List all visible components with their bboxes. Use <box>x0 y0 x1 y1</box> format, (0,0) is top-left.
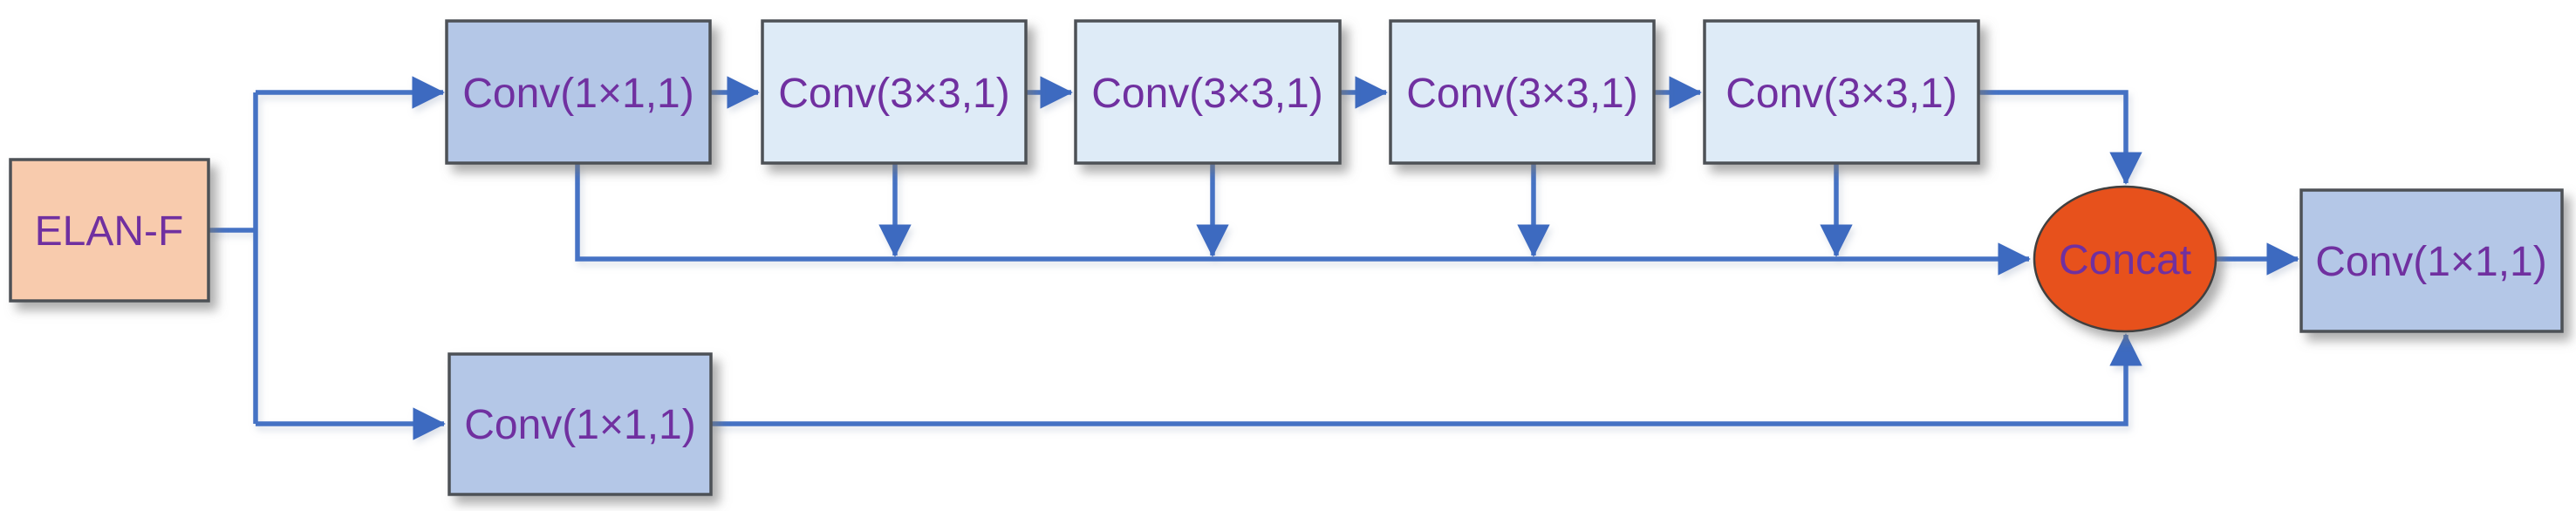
elan-f-box <box>9 158 210 303</box>
node-conv3x3-1: Conv(3×3,1) <box>761 19 1028 165</box>
conv1x1-bottom-box <box>448 352 713 496</box>
elan-f-label: ELAN-F <box>35 208 184 255</box>
concat-ellipse <box>2033 185 2217 333</box>
conv3x3-1-box <box>761 19 1028 165</box>
conv3x3-3-box <box>1389 19 1656 165</box>
edge-conv1x1-bottom-to-concat <box>711 333 2142 426</box>
conv3x3-2-label: Conv(3×3,1) <box>1091 71 1322 117</box>
edge-conv3x3-4-to-concat-top <box>1978 90 2142 185</box>
conv1x1-top-label: Conv(1×1,1) <box>462 71 694 117</box>
conv3x3-2-box <box>1074 19 1342 165</box>
concat-label: Concat <box>2059 237 2191 283</box>
node-conv3x3-3: Conv(3×3,1) <box>1389 19 1656 165</box>
conv1x1-out-label: Conv(1×1,1) <box>2315 239 2546 285</box>
conv3x3-3-label: Conv(3×3,1) <box>1406 71 1637 117</box>
node-conv1x1-bottom: Conv(1×1,1) <box>448 352 713 496</box>
edge-collector-to-concat <box>575 163 2031 276</box>
node-conv1x1-out: Conv(1×1,1) <box>2299 188 2564 333</box>
node-elan-f: ELAN-F <box>9 158 210 303</box>
node-concat: Concat <box>2033 185 2217 333</box>
node-conv1x1-top: Conv(1×1,1) <box>445 19 712 165</box>
conv1x1-bottom-label: Conv(1×1,1) <box>464 402 695 448</box>
conv1x1-top-box <box>445 19 712 165</box>
node-conv3x3-4: Conv(3×3,1) <box>1703 19 1980 165</box>
conv3x3-1-label: Conv(3×3,1) <box>778 71 1009 117</box>
conv3x3-4-box <box>1703 19 1980 165</box>
edges-layer <box>209 76 2299 440</box>
node-conv3x3-2: Conv(3×3,1) <box>1074 19 1342 165</box>
conv1x1-out-box <box>2299 188 2564 333</box>
conv3x3-4-label: Conv(3×3,1) <box>1725 71 1957 117</box>
